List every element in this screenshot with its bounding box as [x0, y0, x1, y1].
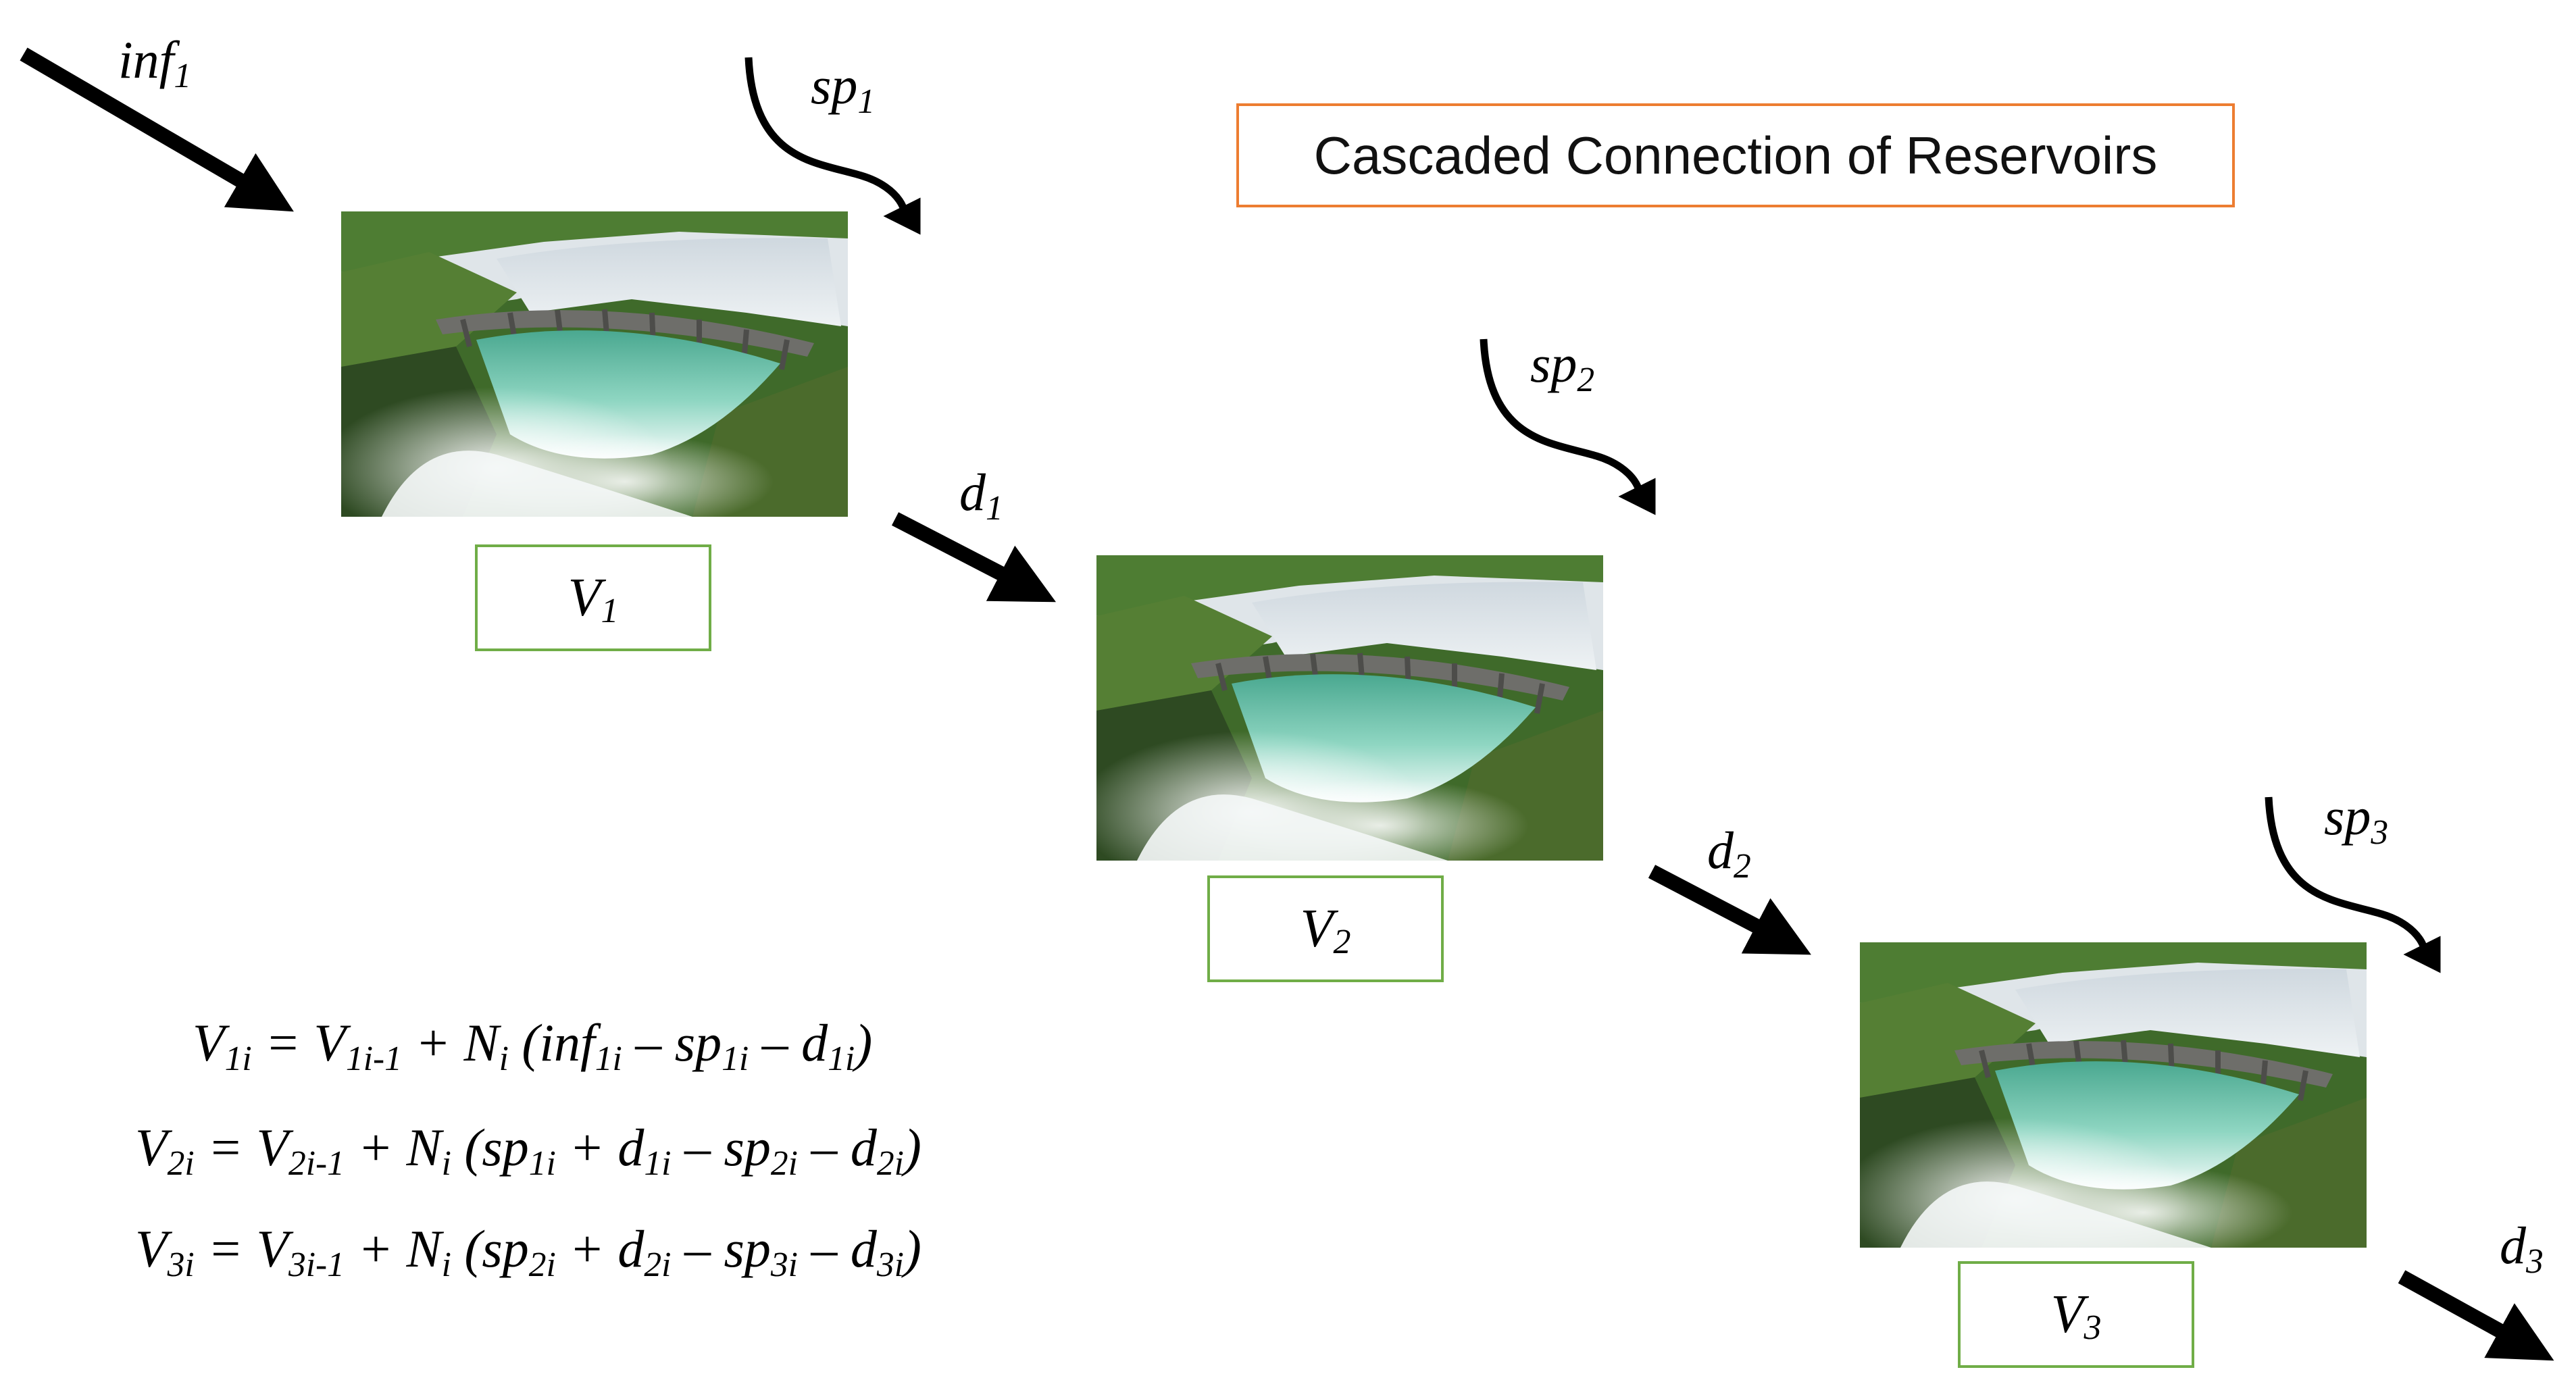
- equation-3: V3i = V3i-1 + Ni (sp2i + d2i – sp3i – d3…: [135, 1219, 921, 1285]
- volume-label-3: V3: [2050, 1284, 2102, 1347]
- discharge-arrow-3: [2398, 1270, 2554, 1361]
- discharge-arrow-1: [891, 512, 1057, 603]
- discharge-label-2: d2: [1707, 821, 1751, 886]
- discharge-label-3: d3: [2500, 1216, 2544, 1281]
- spill-arrow-1: [744, 57, 921, 235]
- spill-arrow-2: [1480, 338, 1656, 515]
- inflow-label: inf1: [118, 30, 192, 96]
- equation-1: V1i = V1i-1 + Ni (inf1i – sp1i – d1i): [193, 1013, 873, 1079]
- discharge-label-1: d1: [959, 463, 1003, 528]
- dam-image-3: [1840, 942, 2367, 1280]
- volume-label-2: V2: [1300, 898, 1351, 961]
- spill-label-3: sp3: [2324, 787, 2389, 852]
- spill-label-1: sp1: [811, 56, 876, 122]
- volume-box-1: V1: [475, 544, 711, 651]
- dam-image-2: [1076, 555, 1603, 893]
- volume-box-2: V2: [1207, 875, 1444, 982]
- spill-arrow-3: [2265, 796, 2441, 973]
- volume-box-3: V3: [1958, 1261, 2194, 1368]
- discharge-arrow-2: [1648, 865, 1811, 955]
- spill-label-2: sp2: [1530, 334, 1595, 400]
- diagram-title: Cascaded Connection of Reservoirs: [1236, 103, 2235, 207]
- inflow-arrow: [20, 47, 294, 212]
- dam-image-1: [321, 211, 848, 549]
- equation-2: V2i = V2i-1 + Ni (sp1i + d1i – sp2i – d2…: [135, 1118, 921, 1183]
- volume-label-1: V1: [567, 567, 619, 630]
